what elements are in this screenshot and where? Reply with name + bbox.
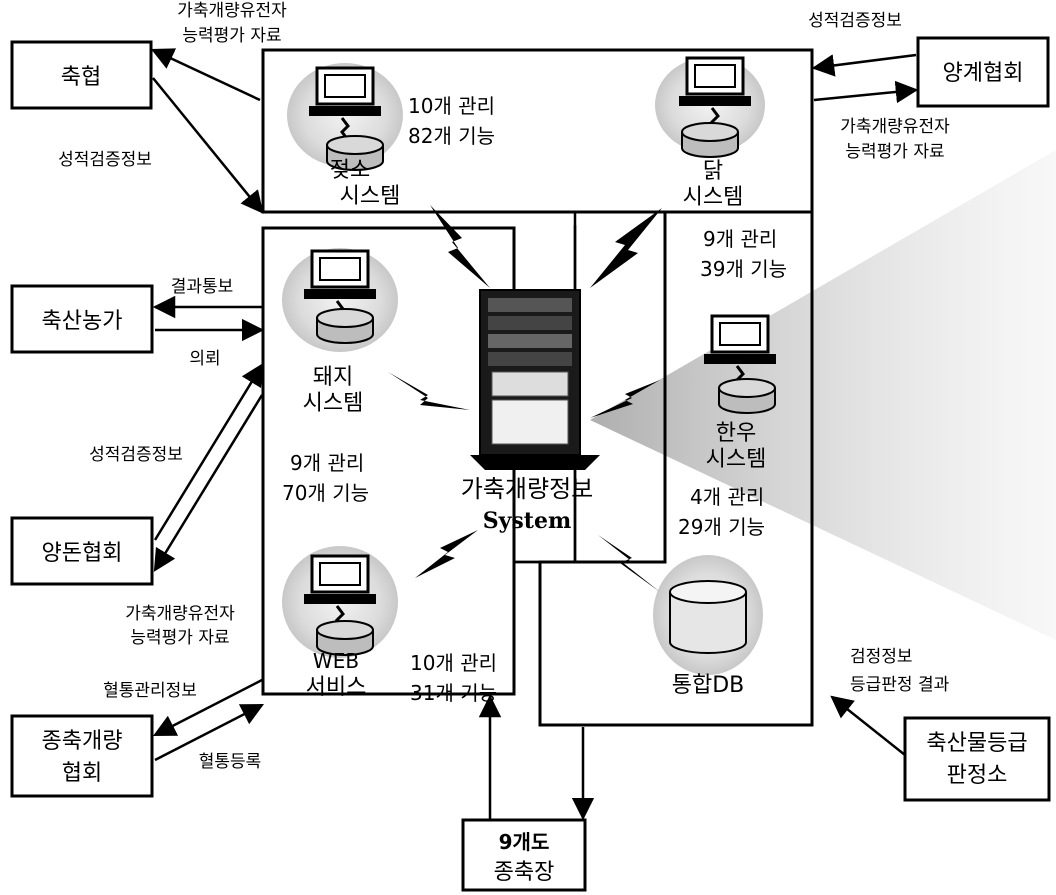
nh-label: 축협 (61, 65, 101, 90)
farm-label: 축산농가 (42, 309, 123, 334)
integrated-db-label: 통합DB (672, 673, 745, 698)
web-func: 31개 기능 (410, 681, 497, 705)
web-count: 10개 관리 (410, 651, 497, 675)
pig-db-icon (317, 309, 373, 343)
lightning-icon (590, 208, 662, 288)
flow-label: 의뢰 (189, 349, 220, 369)
chicken-name-line2: 시스템 (683, 185, 744, 210)
chicken-count: 9개 관리 (703, 227, 777, 251)
hanwoo-db-icon (719, 379, 775, 413)
shading-beam (590, 150, 1056, 640)
web-name: WEB (313, 649, 359, 673)
center-subtitle: System (483, 508, 572, 534)
flow-label: 성적검증정보 (58, 150, 152, 170)
chicken-db-icon (682, 123, 738, 157)
hanwoo-count: 4개 관리 (690, 485, 764, 509)
pig-func: 70개 기능 (282, 481, 369, 505)
grading-label-line2: 판정소 (947, 763, 1008, 788)
arrow-from-grading (832, 697, 905, 755)
flow-label: 능력평가 자료 (130, 628, 229, 648)
hanwoo-name-line2: 시스템 (706, 447, 767, 472)
flow-label: 능력평가 자료 (845, 142, 944, 162)
flow-label: 결과통보 (171, 277, 234, 297)
flow-label: 성적검증정보 (89, 445, 183, 465)
stations-label-line1: 9개도 (499, 830, 550, 854)
swine-label: 양돈협회 (42, 541, 123, 566)
center-title: 가축개량정보 (461, 475, 593, 503)
chicken-func: 39개 기능 (700, 257, 787, 281)
pig-name-line2: 시스템 (303, 391, 364, 416)
chicken-name: 닭 (703, 159, 723, 184)
breeding-label-line1: 종축개량 (42, 729, 123, 754)
grading-label-line1: 축산물등급 (926, 731, 1027, 756)
cattle-count: 10개 관리 (408, 94, 495, 118)
poultry-label: 양계협회 (943, 61, 1024, 86)
arrow-from-nh (153, 78, 262, 212)
integrated-db-icon (670, 581, 746, 653)
arrow-to-poultry (814, 90, 916, 100)
cattle-name: 젖소 (330, 158, 370, 183)
arrow-poultry-in (814, 55, 916, 68)
cattle-name-line2: 시스템 (340, 184, 401, 209)
hanwoo-name: 한우 (716, 421, 756, 446)
pig-name: 돼지 (313, 365, 353, 390)
arrow-to-nh (153, 50, 260, 100)
web-name-line2: 서비스 (306, 675, 367, 700)
stations-label-line2: 종축장 (494, 860, 555, 885)
breeding-label-line2: 협회 (62, 761, 102, 786)
flow-label: 혈통등록 (199, 752, 262, 772)
flow-label: 혈통관리정보 (103, 681, 197, 701)
flow-label: 성적검증정보 (808, 11, 902, 31)
hanwoo-func: 29개 기능 (678, 515, 765, 539)
cattle-func: 82개 기능 (408, 124, 495, 148)
flow-label: 검정정보 (850, 647, 913, 667)
server-rack-icon (470, 290, 600, 470)
pig-count: 9개 관리 (290, 451, 364, 475)
arrow-to-swine (155, 395, 262, 570)
flow-label: 등급판정 결과 (850, 675, 950, 695)
flow-label: 능력평가 자료 (182, 26, 281, 46)
flow-label: 가축개량유전자 (177, 1, 287, 21)
flow-label: 가축개량유전자 (125, 604, 235, 624)
flow-label: 가축개량유전자 (840, 117, 950, 137)
